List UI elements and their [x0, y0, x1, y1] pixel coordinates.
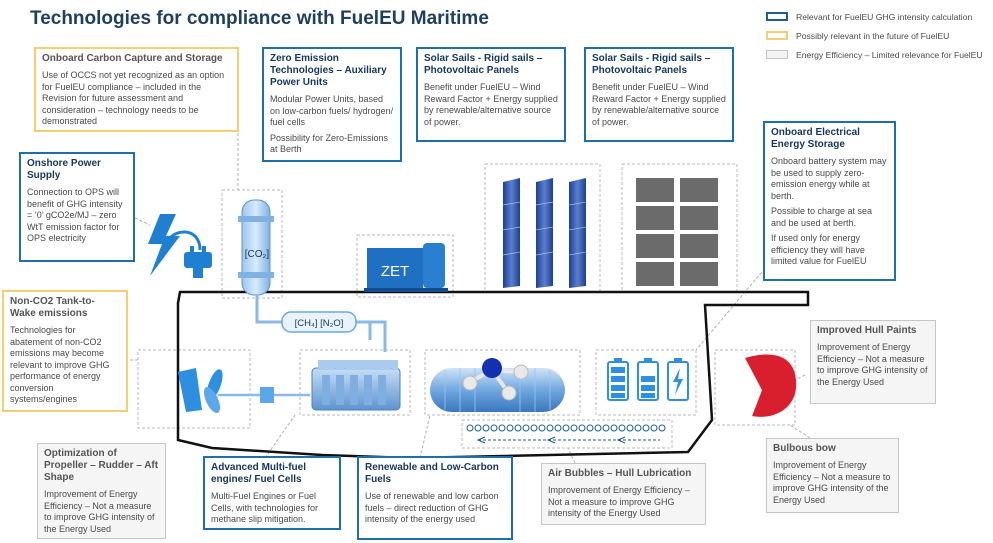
- box-body: Improvement of Energy Efficiency – Not a…: [44, 489, 155, 534]
- box-solar-sails-2: Solar Sails - Rigid sails – Photovoltaic…: [584, 47, 734, 142]
- legend-label-blue: Relevant for FuelEU GHG intensity calcul…: [796, 11, 973, 22]
- box-title: Solar Sails - Rigid sails – Photovoltaic…: [424, 53, 543, 76]
- frame-engine: [299, 349, 411, 416]
- fuel-tank-icon: [430, 358, 565, 412]
- box-title: Onboard Carbon Capture and Storage: [42, 53, 223, 64]
- bulbous-bow-icon: [740, 354, 797, 417]
- box-title: Non-CO2 Tank-to-Wake emissions: [10, 296, 95, 319]
- box-bulbous-bow: Bulbous bow Improvement of Energy Effici…: [766, 438, 899, 513]
- nitrogen-atom: [482, 358, 502, 378]
- legend-item-blue: Relevant for FuelEU GHG intensity calcul…: [766, 7, 983, 26]
- ch4-n2o-label: [CH₄] [N₂O]: [295, 318, 344, 329]
- box-title: Renewable and Low-Carbon Fuels: [365, 462, 499, 485]
- box-body: Modular Power Units, based on low-carbon…: [270, 94, 394, 128]
- box-non-co2-emissions: Non-CO2 Tank-to-Wake emissions Technolog…: [2, 290, 128, 412]
- box-title: Onboard Electrical Energy Storage: [771, 127, 860, 150]
- box-renewable-low-carbon-fuels: Renewable and Low-Carbon Fuels Use of re…: [357, 456, 513, 540]
- box-onboard-electrical-storage: Onboard Electrical Energy Storage Onboar…: [763, 121, 896, 281]
- box-title: Onshore Power Supply: [27, 158, 101, 181]
- box-propeller-rudder-optimization: Optimization of Propeller – Rudder – Aft…: [37, 443, 166, 539]
- box-body: If used only for energy efficiency they …: [771, 233, 867, 267]
- connectors: [130, 133, 811, 464]
- box-body: Multi-Fuel Engines or Fuel Cells, with t…: [211, 491, 319, 525]
- legend-label-gray: Energy Efficiency – Limited relevance fo…: [796, 49, 983, 60]
- box-body: Possibility for Zero-Emissions at Berth: [270, 132, 389, 155]
- box-body: Use of renewable and low carbon fuels – …: [365, 491, 499, 525]
- box-onshore-power-supply: Onshore Power Supply Connection to OPS w…: [19, 152, 135, 262]
- box-title: Improved Hull Paints: [817, 325, 917, 336]
- solar-sail-icon: [502, 178, 587, 288]
- box-body: Technologies for abatement of non-CO2 em…: [10, 325, 110, 405]
- frame-battery: [595, 349, 697, 416]
- frame-bubbles: [461, 419, 673, 449]
- box-title: Zero Emission Technologies – Auxiliary P…: [270, 53, 387, 88]
- legend-item-gray: Energy Efficiency – Limited relevance fo…: [766, 45, 983, 64]
- legend-label-yellow: Possibly relevant in the future of FuelE…: [796, 30, 950, 41]
- box-body: Improvement of Energy Efficiency – Not a…: [548, 485, 690, 519]
- box-body: Benefit under FuelEU – Wind Reward Facto…: [424, 82, 558, 127]
- box-body: Improvement of Energy Efficiency – Not a…: [773, 460, 891, 505]
- box-zero-emission-technologies: Zero Emission Technologies – Auxiliary P…: [262, 47, 402, 162]
- legend-swatch-yellow: [766, 31, 788, 40]
- box-title: Bulbous bow: [773, 443, 836, 454]
- ship-hull-outline: [176, 290, 810, 460]
- co2-label: [CO₂]: [245, 249, 270, 260]
- box-body: Improvement of Energy Efficiency – Not a…: [817, 342, 928, 387]
- box-title: Advanced Multi-fuel engines/ Fuel Cells: [211, 462, 307, 485]
- page-title: Technologies for compliance with FuelEU …: [30, 8, 489, 29]
- propeller-icon: [203, 369, 223, 413]
- box-title: Optimization of Propeller – Rudder – Aft…: [44, 448, 159, 483]
- box-title: Air Bubbles – Hull Lubrication: [548, 468, 692, 479]
- zet-power-unit-icon: [364, 243, 448, 292]
- solar-panel-sail-icon: [636, 178, 718, 286]
- shaft-bearing: [260, 387, 274, 403]
- ch4-n2o-box: [281, 311, 357, 333]
- frame-occs: [221, 189, 283, 299]
- zet-label: ZET: [381, 263, 409, 280]
- frame-tank: [424, 349, 581, 416]
- lightning-plug-icon: [148, 214, 212, 278]
- box-body: Onboard battery system may be used to su…: [771, 156, 887, 201]
- frame-propeller: [137, 349, 251, 429]
- box-multi-fuel-engines: Advanced Multi-fuel engines/ Fuel Cells …: [203, 456, 341, 530]
- box-air-bubbles: Air Bubbles – Hull Lubrication Improveme…: [541, 463, 706, 525]
- legend-swatch-blue: [766, 12, 788, 21]
- engine-icon: [311, 360, 401, 411]
- box-title: Solar Sails - Rigid sails – Photovoltaic…: [592, 53, 711, 76]
- component-frames: [137, 163, 796, 449]
- exhaust-pipes: [255, 295, 387, 352]
- legend-swatch-gray: [766, 50, 788, 59]
- legend: Relevant for FuelEU GHG intensity calcul…: [766, 7, 983, 64]
- box-improved-hull-paints: Improved Hull Paints Improvement of Ener…: [810, 320, 936, 404]
- legend-item-yellow: Possibly relevant in the future of FuelE…: [766, 26, 983, 45]
- frame-zet: [356, 234, 454, 298]
- box-body: Use of OCCS not yet recognized as an opt…: [42, 70, 225, 127]
- co2-capture-tank-icon: [238, 199, 274, 296]
- air-bubbles-icon: [466, 424, 666, 444]
- box-onboard-carbon-capture: Onboard Carbon Capture and Storage Use o…: [34, 47, 239, 132]
- box-solar-sails-1: Solar Sails - Rigid sails – Photovoltaic…: [416, 47, 566, 142]
- box-body: Connection to OPS will benefit of GHG in…: [27, 187, 123, 244]
- box-body: Possible to charge at sea and be used at…: [771, 206, 873, 228]
- box-body: Benefit under FuelEU – Wind Reward Facto…: [592, 82, 726, 127]
- rudder-icon: [178, 368, 202, 412]
